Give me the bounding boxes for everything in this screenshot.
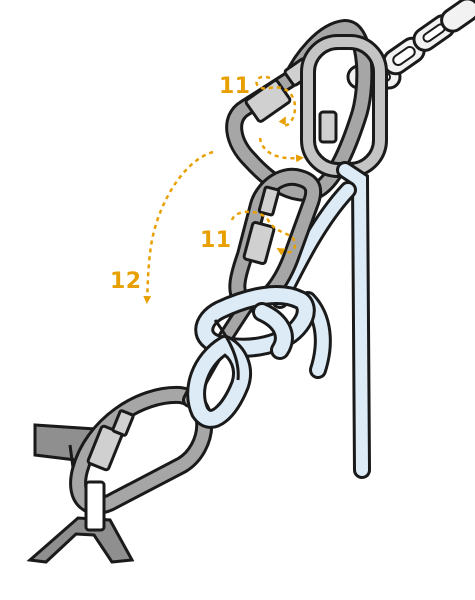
- lock-sleeve: [242, 220, 276, 266]
- rotate-arrow-top: [255, 75, 304, 163]
- anchor-carabiner: [225, 19, 374, 202]
- harness-carabiner: [69, 385, 214, 532]
- step-label-left: 12: [110, 269, 142, 294]
- lock-sleeve: [244, 79, 292, 123]
- chain-link: [440, 0, 475, 33]
- step-label-middle: 11: [200, 228, 232, 253]
- harness-loop: [84, 480, 106, 532]
- move-arrow-left: [143, 150, 214, 304]
- step-label-top: 11: [219, 74, 251, 99]
- figure-eight-knot: [186, 285, 316, 429]
